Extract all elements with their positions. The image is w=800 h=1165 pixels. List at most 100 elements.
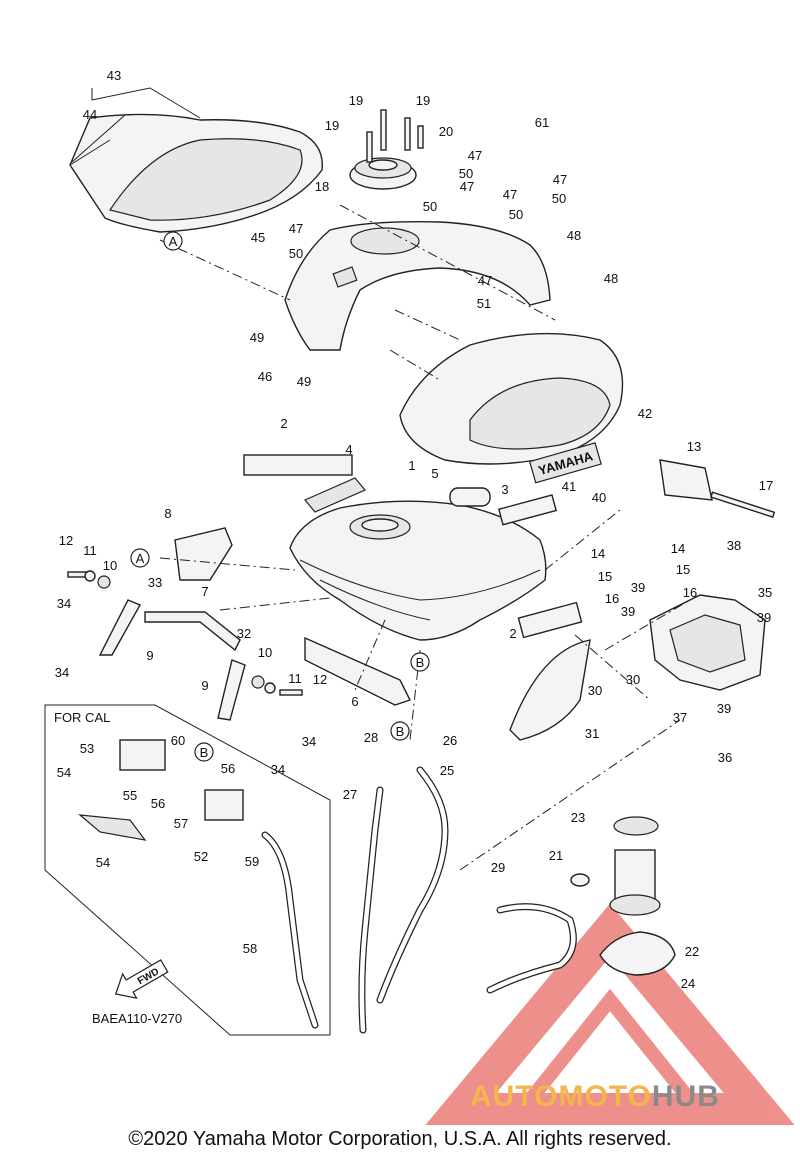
callout-50: 50 xyxy=(459,166,473,181)
hoses xyxy=(261,766,577,1034)
callout-24: 24 xyxy=(681,976,695,991)
callout-56: 56 xyxy=(221,761,235,776)
callout-14: 14 xyxy=(671,541,685,556)
callout-2: 2 xyxy=(280,416,287,431)
callout-52: 52 xyxy=(194,849,208,864)
callout-11: 11 xyxy=(288,671,302,686)
pad-5 xyxy=(449,487,491,507)
callout-47: 47 xyxy=(478,273,492,288)
plate-6 xyxy=(304,636,411,706)
callout-48: 48 xyxy=(604,271,618,286)
fuel-pump xyxy=(570,816,676,976)
callout-13: 13 xyxy=(687,439,701,454)
watermark-text: AUTOMOTOHUB xyxy=(470,1080,720,1113)
bracket-33 xyxy=(98,599,141,656)
svg-text:B: B xyxy=(416,655,425,670)
fender-31 xyxy=(509,639,591,741)
ref-mark-b-tank: B xyxy=(410,652,430,672)
callout-34: 34 xyxy=(271,762,285,777)
callout-26: 26 xyxy=(443,733,457,748)
callout-40: 40 xyxy=(592,490,606,505)
svg-text:A: A xyxy=(136,551,145,566)
callout-8: 8 xyxy=(164,506,171,521)
ref-mark-b-cal: B xyxy=(194,742,214,762)
callout-30: 30 xyxy=(626,672,640,687)
callout-53: 53 xyxy=(80,741,94,756)
callout-28: 28 xyxy=(364,730,378,745)
callout-47: 47 xyxy=(289,221,303,236)
callout-2: 2 xyxy=(509,626,516,641)
bracket-35 xyxy=(649,594,766,691)
callout-47: 47 xyxy=(468,148,482,163)
watermark-logo xyxy=(425,903,795,1125)
bolts-19-20 xyxy=(366,109,424,163)
callout-38: 38 xyxy=(727,538,741,553)
callout-41: 41 xyxy=(562,479,576,494)
bracket-32 xyxy=(217,659,246,721)
callout-39: 39 xyxy=(757,610,771,625)
bracket-8 xyxy=(174,527,233,581)
callout-47: 47 xyxy=(503,187,517,202)
callout-50: 50 xyxy=(423,199,437,214)
callout-21: 21 xyxy=(549,848,563,863)
callout-39: 39 xyxy=(621,604,635,619)
callout-58: 58 xyxy=(243,941,257,956)
callout-12: 12 xyxy=(313,672,327,687)
callout-14: 14 xyxy=(591,546,605,561)
callout-30: 30 xyxy=(588,683,602,698)
svg-text:B: B xyxy=(396,724,405,739)
ref-mark-b-hose: B xyxy=(390,721,410,741)
svg-text:B: B xyxy=(200,745,209,760)
callout-35: 35 xyxy=(758,585,772,600)
callout-37: 37 xyxy=(673,710,687,725)
callout-54: 54 xyxy=(96,855,110,870)
callout-57: 57 xyxy=(174,816,188,831)
svg-text:FWD: FWD xyxy=(136,966,161,987)
callout-15: 15 xyxy=(676,562,690,577)
callout-5: 5 xyxy=(431,466,438,481)
callout-19: 19 xyxy=(325,118,339,133)
for-cal-label: FOR CAL xyxy=(54,710,110,725)
callout-45: 45 xyxy=(251,230,265,245)
tank-cover xyxy=(284,220,551,351)
callout-34: 34 xyxy=(57,596,71,611)
callout-9: 9 xyxy=(201,678,208,693)
callout-7: 7 xyxy=(201,584,208,599)
callout-1: 1 xyxy=(408,458,415,473)
callout-11: 11 xyxy=(83,543,97,558)
strip-3 xyxy=(497,494,557,526)
dashed-lines xyxy=(159,204,691,871)
callout-15: 15 xyxy=(598,569,612,584)
bracket-7 xyxy=(144,611,241,652)
callout-20: 20 xyxy=(439,124,453,139)
callout-49: 49 xyxy=(297,374,311,389)
damper-lower xyxy=(517,601,583,639)
callout-55: 55 xyxy=(123,788,137,803)
copyright-notice: ©2020 Yamaha Motor Corporation, U.S.A. A… xyxy=(128,1128,672,1150)
side-cover: YAMAHA xyxy=(399,332,624,484)
pad-4 xyxy=(304,477,366,513)
callout-10: 10 xyxy=(103,558,117,573)
callout-56: 56 xyxy=(151,796,165,811)
callout-4: 4 xyxy=(345,442,352,457)
callout-25: 25 xyxy=(440,763,454,778)
callout-19: 19 xyxy=(349,93,363,108)
callout-32: 32 xyxy=(237,626,251,641)
diagram-code: BAEA110-V270 xyxy=(92,1011,182,1026)
callout-43: 43 xyxy=(107,68,121,83)
callout-50: 50 xyxy=(509,207,523,222)
callout-27: 27 xyxy=(343,787,357,802)
callout-60: 60 xyxy=(171,733,185,748)
callout-16: 16 xyxy=(605,591,619,606)
callout-50: 50 xyxy=(552,191,566,206)
callout-18: 18 xyxy=(315,179,329,194)
callout-39: 39 xyxy=(717,701,731,716)
callout-39: 39 xyxy=(631,580,645,595)
fuel-cap xyxy=(349,157,417,190)
callout-10: 10 xyxy=(258,645,272,660)
bolt-set-left xyxy=(67,570,303,696)
callout-49: 49 xyxy=(250,330,264,345)
callout-19: 19 xyxy=(416,93,430,108)
callout-17: 17 xyxy=(759,478,773,493)
